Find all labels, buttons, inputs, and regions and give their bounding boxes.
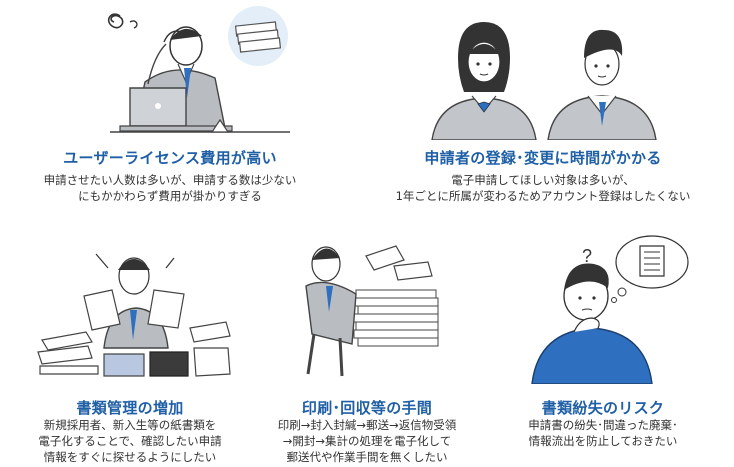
card-title: 書類管理の増加 [76,399,184,417]
man-carrying-papers-illustration [305,245,439,377]
worried-man-thought-bubble-illustration: ? [531,235,689,384]
card-registration-time: 申請者の登録･変更に時間がかかる 電子申請してほしい対象は多いが、 1年ごとに所… [378,0,708,225]
two-students-illustration [431,22,657,140]
stressed-office-worker-illustration [107,6,290,133]
desc-line: 電子化することで、確認したい申請 [38,434,222,448]
card-description: 電子申請してほしい対象は多いが、 1年ごとに所属が変わるためアカウント登録はした… [378,172,708,204]
desc-line: 申請させたい人数は多いが、申請する数は少ない [43,173,297,187]
card-description: 印刷→封入封緘→郵送→返信物受領 →開封→集計の処理を電子化して 郵送代や作業手… [262,417,472,465]
card-document-loss-risk: ? 書類紛失のリスク 申請書の紛失･間違った廃棄･ 情報流出を防止しておきたい [498,232,708,467]
desc-line: にもかかわらず費用が掛かりすぎる [78,189,262,203]
card-title: ユーザーライセンス費用が高い [63,149,277,167]
desc-line: 1年ごとに所属が変わるためアカウント登録はしたくない [395,189,691,203]
desc-line: 新規採用者、新入生等の紙書類を [43,418,217,432]
card-description: 申請させたい人数は多いが、申請する数は少ない にもかかわらず費用が掛かりすぎる [20,172,320,204]
svg-text:?: ? [582,246,592,266]
card-license-cost: ユーザーライセンス費用が高い 申請させたい人数は多いが、申請する数は少ない にも… [20,0,320,225]
card-description: 申請書の紛失･間違った廃棄･ 情報流出を防止しておきたい [498,417,708,449]
desc-line: →開封→集計の処理を電子化して [282,434,452,448]
card-document-management: 書類管理の増加 新規採用者、新入生等の紙書類を 電子化することで、確認したい申請… [30,232,231,467]
desc-line: 印刷→封入封緘→郵送→返信物受領 [277,418,457,432]
card-printing-collection: 印刷･回収等の手間 印刷→封入封緘→郵送→返信物受領 →開封→集計の処理を電子化… [262,232,472,467]
desc-line: 郵送代や作業手間を無くしたい [286,450,448,464]
card-description: 新規採用者、新入生等の紙書類を 電子化することで、確認したい申請 情報をすぐに探… [30,417,230,465]
card-title: 印刷･回収等の手間 [301,399,433,417]
card-title: 書類紛失のリスク [541,399,665,417]
desc-line: 情報流出を防止しておきたい [528,434,678,448]
desc-line: 情報をすぐに探せるようにしたい [43,450,217,464]
desc-line: 電子申請してほしい対象は多いが、 [451,173,635,187]
card-title: 申請者の登録･変更に時間がかかる [424,149,662,167]
desc-line: 申請書の紛失･間違った廃棄･ [528,418,678,432]
paperwork-pile-illustration [37,253,231,377]
